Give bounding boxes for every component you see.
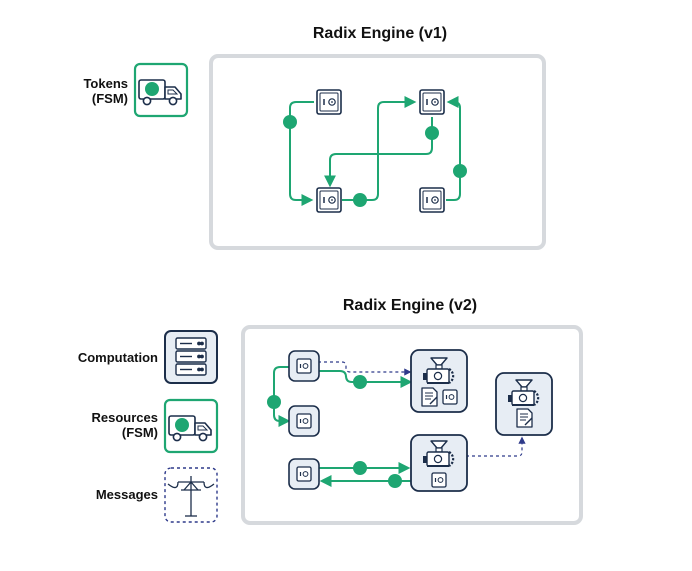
safe-icon <box>442 389 458 405</box>
v2-title: Radix Engine (v2) <box>342 297 478 314</box>
legend-tokens-line1: Tokens <box>83 76 128 91</box>
legend-resources-line2: (FSM) <box>121 425 158 440</box>
legend-tokens-line2: (FSM) <box>91 91 128 106</box>
v2-message-a <box>318 361 412 376</box>
safe-icon <box>419 89 445 115</box>
v1-flow-a <box>289 101 314 206</box>
legend-computation-label: Computation <box>77 350 158 365</box>
v1-flow-dots <box>283 115 467 207</box>
v2-message-b <box>454 436 526 457</box>
document-icon <box>516 408 533 428</box>
legend-tokens-label: Tokens (FSM) <box>40 76 128 106</box>
legend-messages-label: Messages <box>95 487 158 502</box>
safe-icon <box>316 89 342 115</box>
v1-title: Radix Engine (v1) <box>312 25 448 42</box>
v2-message-flows <box>318 361 526 457</box>
v2-flow-a <box>273 366 291 427</box>
safe-icon <box>296 358 312 374</box>
server-stack-icon <box>175 337 207 376</box>
legend-resources-line1: Resources <box>91 410 158 425</box>
document-icon <box>421 387 438 407</box>
v2-panel <box>241 325 583 525</box>
safe-icon <box>296 466 312 482</box>
power-pole-icon <box>167 476 215 517</box>
v2-flow-dots <box>267 375 402 488</box>
v2-flow-b <box>318 370 413 388</box>
v1-flow-d <box>446 96 461 201</box>
v1-flow-c <box>324 117 433 188</box>
safe-icon <box>419 187 445 213</box>
safe-icon <box>316 187 342 213</box>
v1-flow-b <box>342 96 417 201</box>
safe-icon <box>431 472 447 488</box>
v1-flows <box>289 96 461 206</box>
safe-icon <box>296 413 312 429</box>
legend-resources-label: Resources (FSM) <box>40 410 158 440</box>
